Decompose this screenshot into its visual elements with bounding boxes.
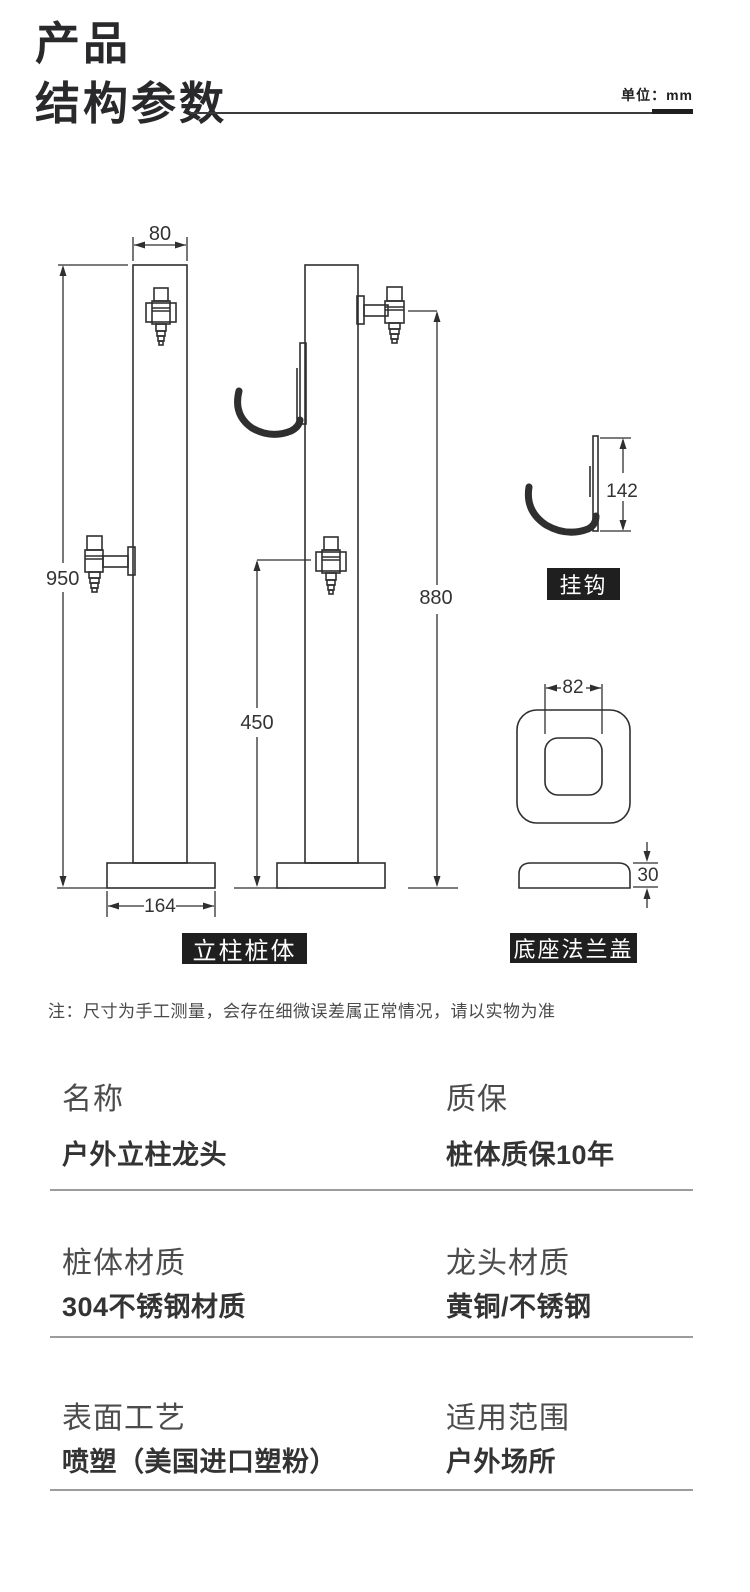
spec-name-label: 名称 xyxy=(62,1083,124,1116)
header-rule-thick xyxy=(652,109,693,114)
page-title: 产品 结构参数 xyxy=(35,14,227,135)
page-title-line1: 产品 xyxy=(35,18,132,69)
flange-part-badge: 底座法兰盖 xyxy=(510,933,637,963)
spec-surface-value: 喷塑（美国进口塑粉） xyxy=(62,1447,337,1477)
dim-spout-mid-height: 450 xyxy=(234,559,311,889)
spec-surface-label: 表面工艺 xyxy=(62,1402,186,1435)
spec-divider-2 xyxy=(50,1336,693,1338)
dim-hook-height: 142 xyxy=(600,437,638,532)
dim-base-width: 164 xyxy=(106,891,216,917)
spec-name-value: 户外立柱龙头 xyxy=(62,1140,227,1170)
spec-warranty-label: 质保 xyxy=(446,1083,508,1116)
unit-label: 单位：mm xyxy=(621,87,693,103)
post-side-view xyxy=(234,264,405,889)
dim-spout-top-height-text: 880 xyxy=(419,587,452,609)
dim-spout-top-height: 880 xyxy=(408,310,458,889)
dim-post-width: 80 xyxy=(132,223,188,261)
dim-flange-hole: 82 xyxy=(544,677,603,734)
dim-post-width-text: 80 xyxy=(149,223,171,245)
hook-on-post xyxy=(234,342,307,438)
dim-flange-hole-text: 82 xyxy=(562,677,583,698)
dim-post-height: 950 xyxy=(46,264,128,889)
dim-base-width-text: 164 xyxy=(144,896,176,917)
spec-faucet-material-value: 黄铜/不锈钢 xyxy=(446,1292,592,1322)
spec-warranty-value: 桩体质保10年 xyxy=(446,1140,615,1170)
spec-divider-3 xyxy=(50,1489,693,1491)
dim-flange-thickness-text: 30 xyxy=(637,865,658,886)
spec-post-material-label: 桩体材质 xyxy=(62,1247,186,1280)
dim-hook-height-text: 142 xyxy=(606,481,638,502)
spec-divider-1 xyxy=(50,1189,693,1191)
flange-side-view xyxy=(518,862,631,889)
page-title-line2: 结构参数 xyxy=(35,78,228,130)
flange-top-view xyxy=(516,709,631,824)
header-rule-thin xyxy=(190,112,693,114)
dim-post-height-text: 950 xyxy=(46,568,79,590)
faucet-side-lower xyxy=(84,535,136,593)
post-part-badge: 立柱桩体 xyxy=(182,933,307,965)
technical-drawing: 80 950 880 xyxy=(46,223,659,917)
faucet-side-top xyxy=(356,286,405,344)
hook-detail-view xyxy=(524,435,600,536)
faucet-front-mid xyxy=(315,536,347,595)
spec-scope-value: 户外场所 xyxy=(446,1447,556,1477)
spec-post-material-value: 304不锈钢材质 xyxy=(62,1292,247,1322)
post-front-view xyxy=(84,264,216,889)
hook-part-badge: 挂钩 xyxy=(547,568,620,600)
measurement-note: 注：尺寸为手工测量，会存在细微误差属正常情况，请以实物为准 xyxy=(48,1002,556,1021)
dim-flange-thickness: 30 xyxy=(633,842,659,908)
dim-spout-mid-height-text: 450 xyxy=(240,712,273,734)
faucet-front-top xyxy=(145,287,177,346)
spec-faucet-material-label: 龙头材质 xyxy=(446,1247,570,1280)
spec-scope-label: 适用范围 xyxy=(446,1402,570,1435)
